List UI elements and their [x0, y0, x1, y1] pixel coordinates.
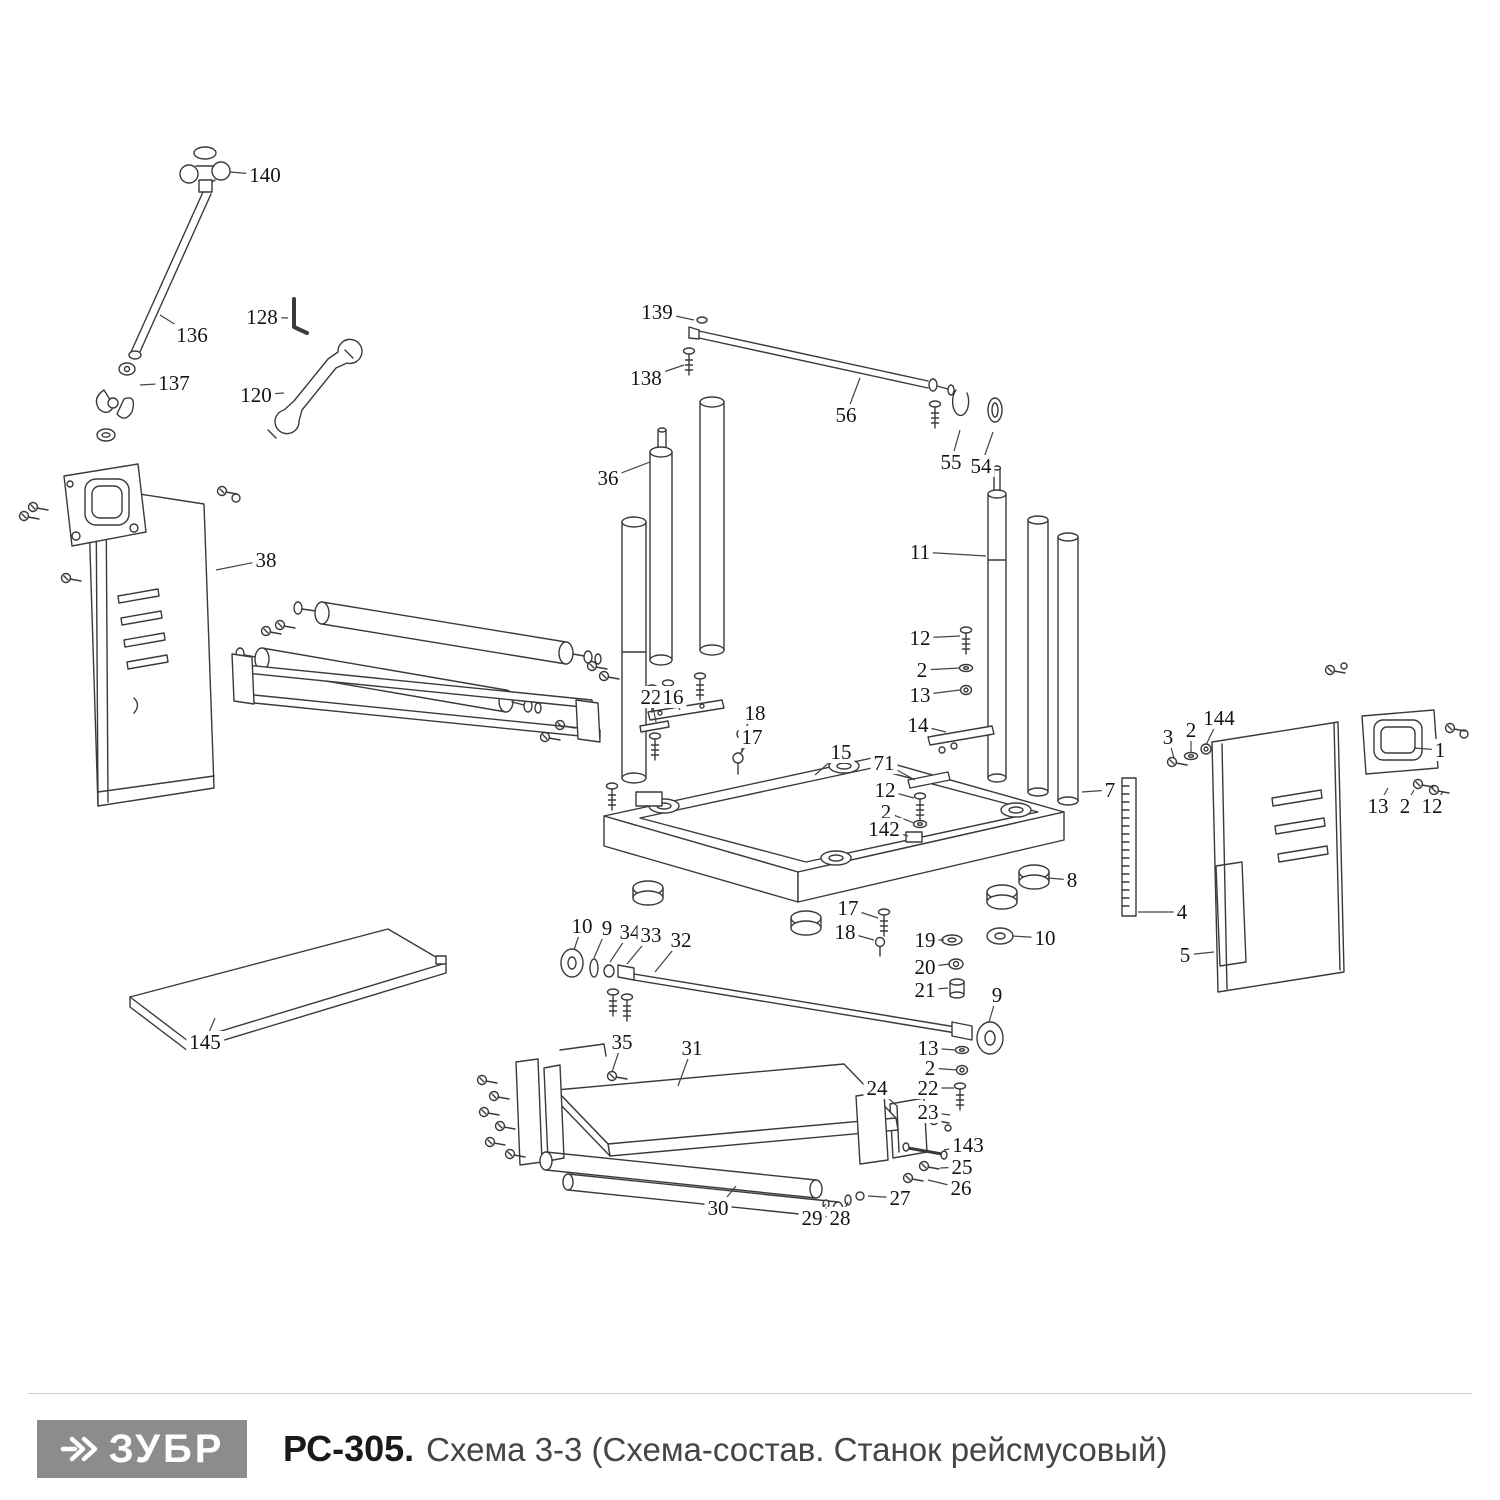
part-callout-13: 13 — [914, 1037, 942, 1059]
part-callout-12: 12 — [871, 779, 899, 801]
part-callout-143: 143 — [949, 1134, 987, 1156]
part-callout-2: 2 — [921, 1057, 939, 1079]
zubr-arrow-icon — [60, 1436, 97, 1462]
part-callout-26: 26 — [947, 1177, 975, 1199]
part-callout-23: 23 — [914, 1101, 942, 1123]
part-callout-13: 13 — [1364, 795, 1392, 817]
part-callout-11: 11 — [906, 541, 934, 563]
part-callout-22: 22 — [914, 1077, 942, 1099]
part-callout-27: 27 — [886, 1187, 914, 1209]
part-callout-28: 28 — [826, 1207, 854, 1229]
part-callout-3: 3 — [1159, 726, 1177, 748]
part-callout-19: 19 — [911, 929, 939, 951]
roller-carriage-assembly — [231, 601, 620, 743]
planer-table-assembly — [476, 1043, 899, 1219]
part-callout-22: 22 — [637, 686, 665, 708]
allen-key — [292, 297, 309, 335]
height-scale — [1121, 777, 1137, 917]
part-callout-138: 138 — [627, 367, 665, 389]
footer-divider — [28, 1393, 1472, 1394]
schema-model: РС-305. — [283, 1428, 415, 1469]
part-callout-16: 16 — [659, 686, 687, 708]
part-callout-21: 21 — [911, 979, 939, 1001]
zubr-logo: ЗУБР — [37, 1420, 247, 1478]
part-callout-9: 9 — [988, 984, 1006, 1006]
lead-screw-assembly — [560, 948, 1004, 1082]
part-callout-18: 18 — [831, 921, 859, 943]
part-callout-136: 136 — [173, 324, 211, 346]
part-callout-33: 33 — [637, 924, 665, 946]
part-callout-15: 15 — [827, 741, 855, 763]
open-end-wrench — [267, 338, 363, 439]
schema-subtitle: Схема 3-3 (Схема-состав. Станок рейсмусо… — [426, 1431, 1168, 1468]
part-callout-7: 7 — [1101, 779, 1119, 801]
part-callout-38: 38 — [252, 549, 280, 571]
support-columns — [621, 396, 1079, 806]
part-callout-56: 56 — [832, 404, 860, 426]
part-callout-34: 34 — [616, 921, 644, 943]
part-callout-5: 5 — [1176, 944, 1194, 966]
part-callout-32: 32 — [667, 929, 695, 951]
part-callout-137: 137 — [155, 372, 193, 394]
part-callout-10: 10 — [568, 915, 596, 937]
part-callout-10: 10 — [1031, 927, 1059, 949]
brand-name: ЗУБР — [108, 1426, 225, 1471]
part-callout-2: 2 — [1182, 719, 1200, 741]
part-callout-54: 54 — [967, 455, 995, 477]
machine-base — [603, 757, 1065, 957]
part-callout-120: 120 — [237, 384, 275, 406]
part-callout-36: 36 — [594, 467, 622, 489]
part-callout-9: 9 — [598, 917, 616, 939]
part-callout-145: 145 — [186, 1031, 224, 1053]
part-callout-8: 8 — [1063, 869, 1081, 891]
part-callout-139: 139 — [638, 301, 676, 323]
part-callout-55: 55 — [937, 451, 965, 473]
part-callout-1: 1 — [1431, 739, 1449, 761]
part-callout-24: 24 — [863, 1077, 891, 1099]
part-callout-144: 144 — [1200, 707, 1238, 729]
part-callout-25: 25 — [948, 1156, 976, 1178]
base-hardware — [941, 864, 1050, 999]
part-callout-2: 2 — [877, 801, 895, 823]
part-callout-140: 140 — [246, 164, 284, 186]
guide-plates — [639, 672, 748, 775]
part-callout-12: 12 — [906, 627, 934, 649]
part-callout-142: 142 — [865, 818, 903, 840]
part-callout-12: 12 — [1418, 795, 1446, 817]
part-callout-30: 30 — [704, 1197, 732, 1219]
part-callout-17: 17 — [834, 897, 862, 919]
part-callout-31: 31 — [678, 1037, 706, 1059]
right-side-panel — [1166, 662, 1469, 993]
upper-fasteners — [927, 626, 995, 754]
footer: ЗУБР РС-305. Схема 3-3 (Схема-состав. Ст… — [37, 1420, 1167, 1478]
part-callout-18: 18 — [741, 702, 769, 724]
part-callout-13: 13 — [906, 684, 934, 706]
link-rod-assembly — [682, 316, 1003, 429]
part-callout-14: 14 — [904, 714, 932, 736]
part-callout-17: 17 — [738, 726, 766, 748]
part-callout-71: 71 — [870, 752, 898, 774]
part-callout-35: 35 — [608, 1031, 636, 1053]
part-callout-29: 29 — [798, 1207, 826, 1229]
crank-assembly — [95, 146, 231, 442]
part-callout-128: 128 — [243, 306, 281, 328]
schema-caption: РС-305. Схема 3-3 (Схема-состав. Станок … — [283, 1428, 1167, 1470]
part-callout-2: 2 — [913, 659, 931, 681]
part-callout-20: 20 — [911, 956, 939, 978]
part-callout-2: 2 — [1396, 795, 1414, 817]
part-callout-4: 4 — [1173, 901, 1191, 923]
left-side-panel — [18, 463, 241, 807]
